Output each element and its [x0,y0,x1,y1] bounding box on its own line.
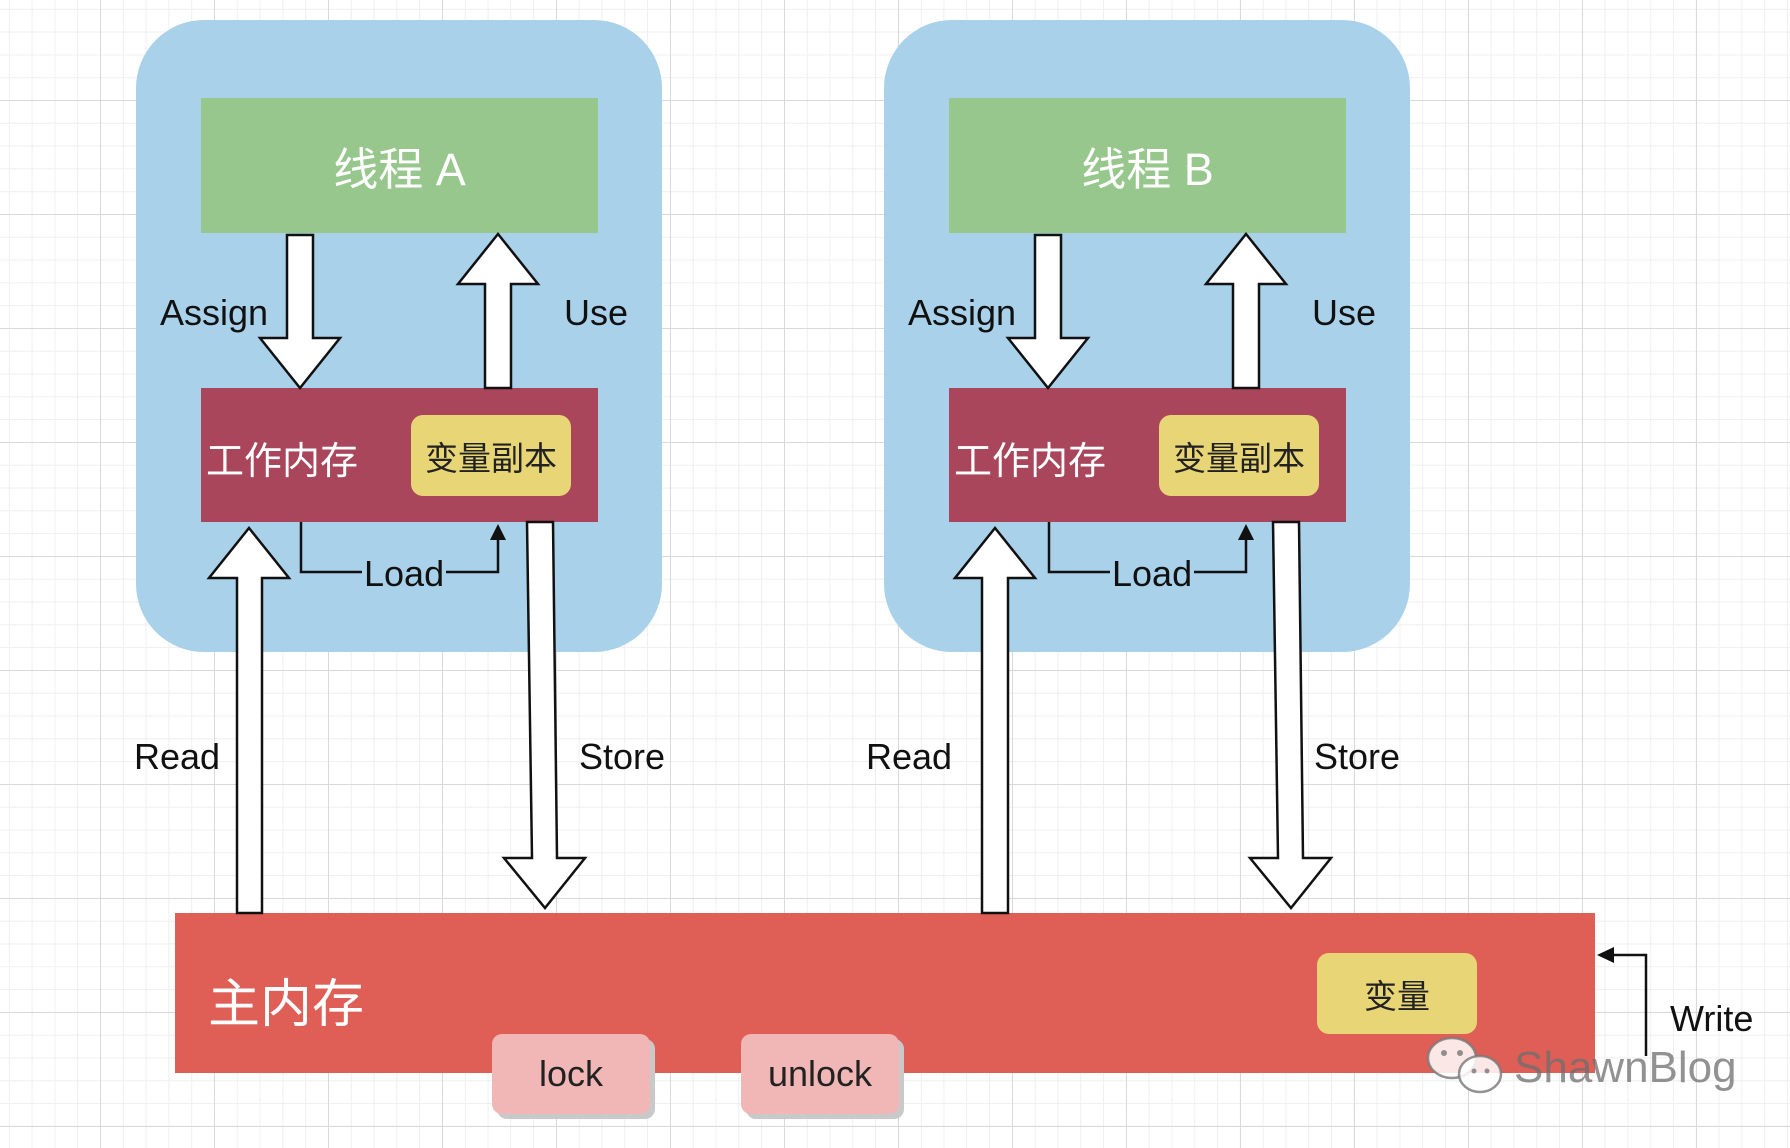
write-arrowhead [1597,947,1614,963]
thread-a-read-arrow [206,525,292,915]
thread-b-variable-copy-text: 变量副本 [1173,439,1305,477]
watermark-text: ShawnBlog [1514,1043,1737,1092]
thread-a-use-label: Use [564,292,629,333]
thread-b-use-label: Use [1312,292,1377,333]
thread-a-variable-copy: 变量副本 [411,415,571,496]
thread-a-store-label: Store [579,736,666,777]
main-memory-variable-text: 变量 [1364,977,1430,1015]
thread-b-load-arrowhead [1238,524,1254,540]
unlock-pill: unlock [741,1034,899,1114]
thread-a-use-arrow [455,231,541,390]
thread-a-title-text: 线程 A [333,144,466,195]
thread-a-load-arrowhead [490,524,506,540]
thread-b-store-arrow [1247,520,1334,910]
write-line [1612,953,1648,1056]
thread-b-title: 线程 B [949,98,1346,233]
unlock-text: unlock [767,1053,873,1094]
lock-pill: lock [492,1034,650,1114]
main-memory-variable: 变量 [1317,953,1477,1034]
thread-b-working-memory-label: 工作内存 [954,441,1107,483]
thread-a-assign-label: Assign [160,292,269,333]
thread-b-use-arrow [1203,231,1289,390]
write-label: Write [1670,998,1754,1039]
thread-a-title: 线程 A [201,98,598,233]
thread-b-variable-copy: 变量副本 [1159,415,1319,496]
thread-b-assign-label: Assign [908,292,1017,333]
thread-a-load-label: Load [362,553,447,595]
thread-b-title-text: 线程 B [1081,144,1214,195]
thread-b-read-label: Read [866,736,953,777]
lock-text: lock [538,1053,604,1094]
thread-a-read-label: Read [134,736,221,777]
thread-b-assign-arrow [1005,233,1091,391]
thread-b-store-label: Store [1314,736,1401,777]
thread-a-variable-copy-text: 变量副本 [425,439,557,477]
thread-b-load-label: Load [1110,553,1195,595]
main-memory-label: 主内存 [208,976,365,1034]
thread-a-working-memory-label: 工作内存 [206,441,359,483]
thread-b-read-arrow [952,525,1038,915]
thread-a-assign-arrow [257,233,343,391]
thread-a-store-arrow [501,520,588,910]
